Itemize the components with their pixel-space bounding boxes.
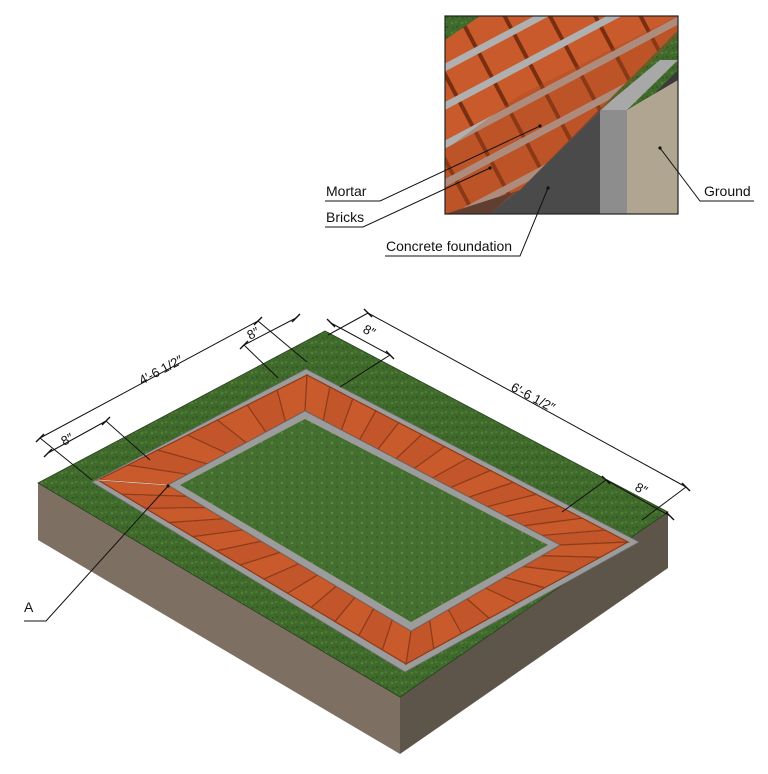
dim-right-total-line bbox=[367, 312, 687, 488]
detail-callout bbox=[445, 16, 678, 214]
callout-a-dot bbox=[166, 484, 170, 488]
dim-left-ext-1 bbox=[39, 437, 93, 481]
dim-right-ext-2 bbox=[641, 486, 687, 521]
detail-foundation-top bbox=[600, 60, 678, 110]
dim-left-total-line bbox=[39, 320, 259, 439]
dim-top-right-width-label: 8″ bbox=[361, 321, 379, 340]
callout-a-label: A bbox=[24, 599, 34, 615]
dim-left-width-ext bbox=[105, 420, 151, 461]
bricks-label: Bricks bbox=[326, 209, 364, 225]
soil-front-face bbox=[38, 483, 400, 754]
dim-left-width-line bbox=[47, 420, 107, 454]
detail-brick-shade bbox=[445, 16, 678, 214]
detail-frame bbox=[444, 15, 679, 215]
dim-right-ext-1 bbox=[327, 312, 369, 336]
bricks-leader bbox=[325, 167, 491, 228]
dimension-lines bbox=[24, 312, 687, 622]
soil-side-face bbox=[400, 512, 668, 754]
dim-left-ext-2 bbox=[257, 320, 308, 363]
dim-right-width-ext bbox=[561, 479, 607, 513]
dim-right-width-line bbox=[605, 479, 671, 517]
concrete-foundation-leader bbox=[385, 187, 549, 257]
ground-leader-dot bbox=[658, 146, 662, 150]
ground-label: Ground bbox=[704, 183, 751, 199]
mortar-joint bbox=[97, 479, 169, 486]
inner-grass-bed bbox=[180, 419, 548, 622]
bricks-leader-dot bbox=[488, 166, 492, 170]
dim-right-total-label: 6′-6 1/2″ bbox=[509, 379, 558, 415]
concrete-foundation-label: Concrete foundation bbox=[386, 238, 512, 254]
dim-top-left-width-ext bbox=[243, 344, 279, 379]
mortar-leader bbox=[325, 125, 541, 202]
ground-leader bbox=[659, 147, 754, 202]
mortar-label: Mortar bbox=[326, 183, 367, 199]
main-isometric-view bbox=[37, 330, 669, 754]
detail-ground-face bbox=[627, 80, 678, 214]
dim-top-right-width-ext bbox=[339, 354, 391, 388]
dimension-ticks bbox=[35, 308, 691, 521]
callout-a-leader bbox=[24, 485, 169, 622]
detail-leaders bbox=[325, 125, 754, 257]
mortar-leader-dot bbox=[538, 124, 542, 128]
concrete-leader-dot bbox=[546, 186, 550, 190]
dim-left-total-label: 4′-6 1/2″ bbox=[136, 352, 185, 388]
detail-brick-course bbox=[445, 16, 678, 214]
dim-top-left-width-line bbox=[243, 317, 297, 346]
detail-foundation-edge bbox=[600, 110, 627, 214]
brick-courses bbox=[95, 373, 631, 666]
